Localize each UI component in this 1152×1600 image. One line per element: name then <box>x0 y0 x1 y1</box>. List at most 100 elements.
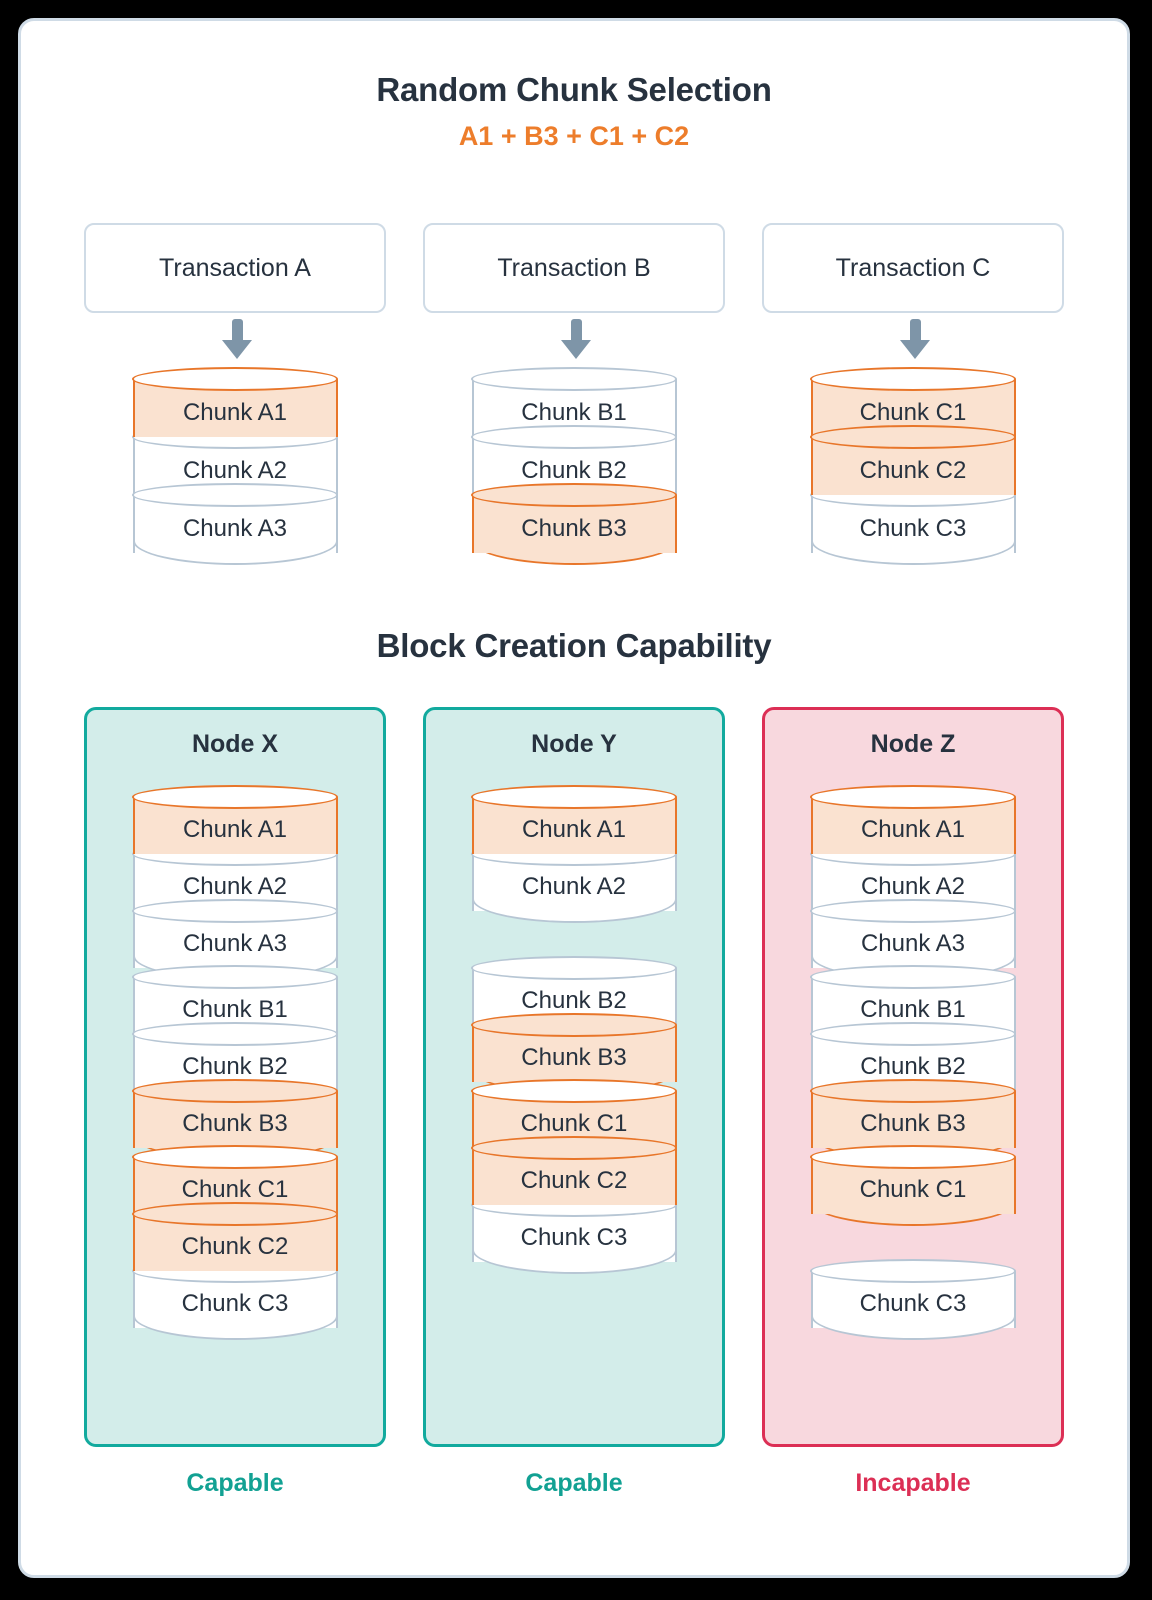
chunk-label: Chunk A2 <box>182 457 288 484</box>
chunk-label: Chunk B3 <box>182 1110 288 1137</box>
cylinder-top-ellipse-icon <box>471 1136 677 1160</box>
cylinder-top-ellipse-icon <box>810 1022 1016 1046</box>
transaction-box[interactable]: Transaction B <box>423 223 725 313</box>
arrow-down-icon <box>423 313 725 365</box>
cylinder-top-ellipse-icon <box>132 899 338 923</box>
cylinder-top-ellipse-icon <box>132 965 338 989</box>
chunk-label: Chunk B2 <box>860 1053 966 1080</box>
chunk-label: Chunk C1 <box>859 399 967 426</box>
cylinder-top-ellipse-icon <box>471 367 677 391</box>
cylinder-top-ellipse-icon <box>132 483 338 507</box>
cylinder-top-ellipse-icon <box>132 1202 338 1226</box>
cylinder-group: Chunk A1 Chunk A2 Chunk A3 <box>132 785 338 980</box>
chunk-label: Chunk C2 <box>520 1167 628 1194</box>
transaction-column: Transaction A Chunk A1 Chunk A2 Chunk A3 <box>84 223 386 569</box>
chunk-label: Chunk A1 <box>860 816 966 843</box>
chunk-segment[interactable]: Chunk B3 <box>132 1079 338 1148</box>
chunk-label: Chunk A2 <box>182 873 288 900</box>
chunk-segment[interactable]: Chunk A1 <box>132 367 338 437</box>
chunk-segment[interactable]: Chunk B3 <box>471 483 677 553</box>
chunk-segment[interactable]: Chunk B3 <box>810 1079 1016 1148</box>
chunk-label: Chunk A2 <box>521 873 627 900</box>
transaction-chunk-stack: Chunk A1 Chunk A2 Chunk A3 <box>84 365 386 569</box>
chunk-label: Chunk B2 <box>521 457 627 484</box>
selection-summary: A1 + B3 + C1 + C2 <box>458 121 690 151</box>
chunk-segment[interactable]: Chunk B3 <box>471 1013 677 1082</box>
chunk-label: Chunk C2 <box>859 457 967 484</box>
cylinder-group: Chunk B1 Chunk B2 Chunk B3 <box>810 965 1016 1160</box>
chunk-segment[interactable]: Chunk A2 <box>132 425 338 495</box>
chunk-label: Chunk C1 <box>181 1176 289 1203</box>
chunk-segment[interactable]: Chunk C1 <box>810 1145 1016 1214</box>
cylinder-bottom-cap-icon <box>132 1316 338 1340</box>
chunk-label: Chunk A3 <box>182 930 288 957</box>
cylinder-top-ellipse-icon <box>471 1079 677 1103</box>
transaction-box[interactable]: Transaction A <box>84 223 386 313</box>
cylinder-group: Chunk C1 <box>810 1145 1016 1226</box>
random-chunk-selection-section: Random Chunk Selection A1 + B3 + C1 + C2… <box>21 71 1127 565</box>
diagram-card: Random Chunk Selection A1 + B3 + C1 + C2… <box>18 18 1130 1578</box>
cylinder-group: Chunk A1 Chunk A2 Chunk A3 <box>132 367 338 565</box>
chunk-label: Chunk C1 <box>859 1176 967 1203</box>
cylinder-top-ellipse-icon <box>471 956 677 980</box>
chunk-label: Chunk A1 <box>182 399 288 426</box>
cylinder-top-ellipse-icon <box>810 899 1016 923</box>
cylinder-top-ellipse-icon <box>810 1079 1016 1103</box>
cylinder-top-ellipse-icon <box>810 785 1016 809</box>
chunk-label: Chunk B1 <box>182 996 288 1023</box>
node-title: Node Y <box>531 730 617 758</box>
node-row: Node X Chunk A1 Chunk A2 Chunk A3 Chunk B1 Ch… <box>21 707 1127 1498</box>
cylinder-top-ellipse-icon <box>810 965 1016 989</box>
chunk-label: Chunk B2 <box>521 987 627 1014</box>
chunk-label: Chunk B1 <box>860 996 966 1023</box>
chunk-label: Chunk B3 <box>521 1044 627 1071</box>
chunk-segment[interactable]: Chunk C2 <box>810 425 1016 495</box>
cylinder-top-ellipse-icon <box>132 1022 338 1046</box>
cylinder-top-ellipse-icon <box>471 1013 677 1037</box>
node-title: Node X <box>191 730 279 758</box>
cylinder-top-ellipse-icon <box>810 1259 1016 1283</box>
chunk-segment[interactable]: Chunk A1 <box>810 785 1016 854</box>
cylinder-top-ellipse-icon <box>810 367 1016 391</box>
chunk-segment[interactable]: Chunk C2 <box>471 1136 677 1205</box>
chunk-label: Chunk C3 <box>859 1290 967 1317</box>
chunk-label: Chunk C3 <box>520 1224 628 1251</box>
cylinder-group: Chunk B2 Chunk B3 <box>471 956 677 1094</box>
cylinder-top-ellipse-icon <box>132 1145 338 1169</box>
chunk-label: Chunk C3 <box>859 515 967 542</box>
chunk-label: Chunk A3 <box>860 930 966 957</box>
cylinder-top-ellipse-icon <box>810 425 1016 449</box>
cylinder-top-ellipse-icon <box>132 367 338 391</box>
node-title: Node Z <box>870 730 956 758</box>
cylinder-bottom-cap-icon <box>471 1250 677 1274</box>
transaction-box[interactable]: Transaction C <box>762 223 1064 313</box>
page-title: Random Chunk Selection <box>376 71 772 108</box>
chunk-segment[interactable]: Chunk A1 <box>471 785 677 854</box>
chunk-segment[interactable]: Chunk C2 <box>132 1202 338 1271</box>
status-badge: Capable <box>186 1469 284 1497</box>
status-badge: Incapable <box>855 1469 971 1497</box>
cylinder-bottom-cap-icon <box>810 541 1016 565</box>
cylinder-top-ellipse-icon <box>810 1145 1016 1169</box>
cylinder-group: Chunk A1 Chunk A2 <box>471 785 677 923</box>
cylinder-top-ellipse-icon <box>471 785 677 809</box>
cylinder-bottom-cap-icon <box>810 1316 1016 1340</box>
chunk-segment[interactable]: Chunk A1 <box>132 785 338 854</box>
chunk-label: Chunk A3 <box>182 515 288 542</box>
chunk-label: Chunk B3 <box>860 1110 966 1137</box>
